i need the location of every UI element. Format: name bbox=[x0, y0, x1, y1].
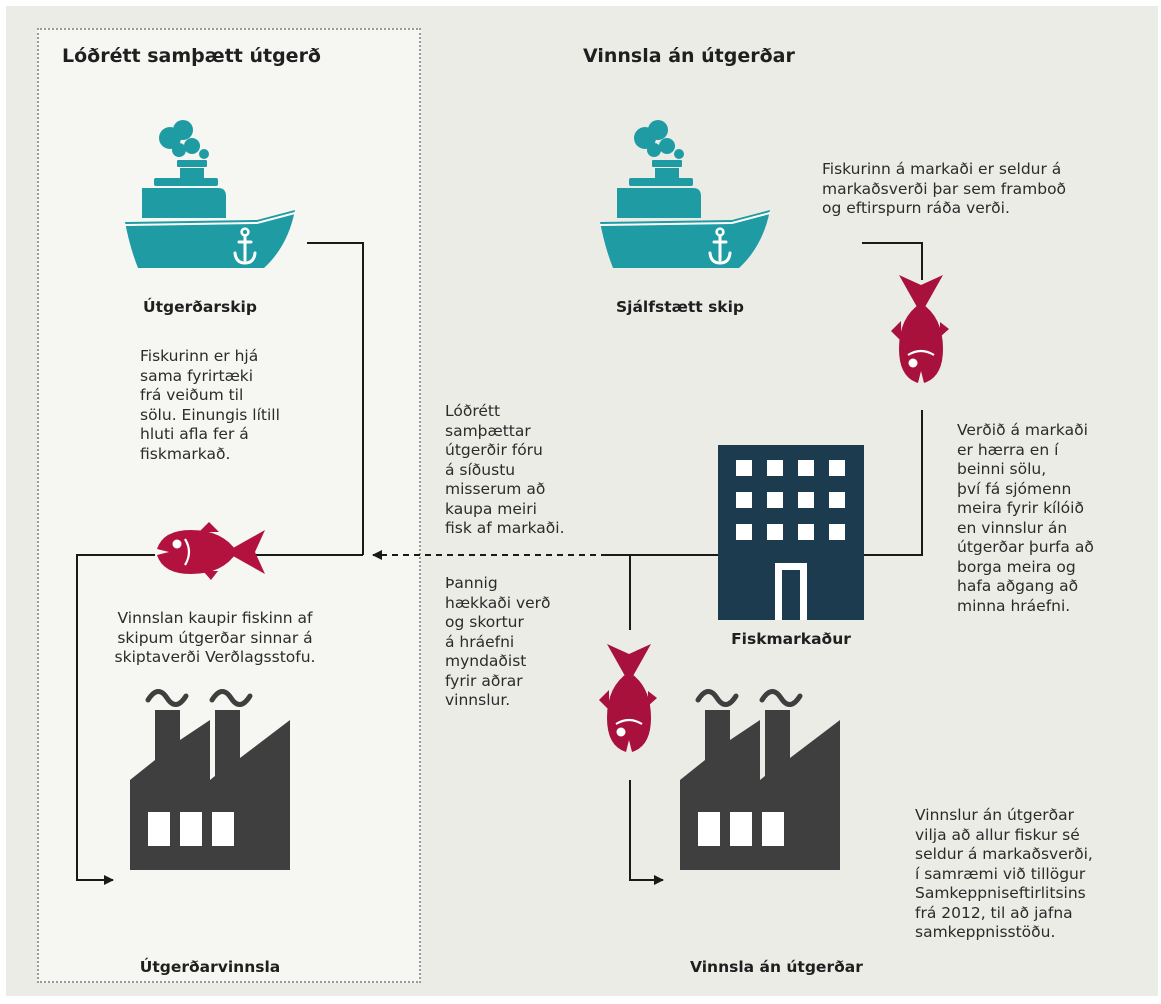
line-ship-to-market-top bbox=[862, 242, 923, 280]
independent-factory-icon bbox=[680, 691, 840, 870]
middle-description-bottom: Þannig hækkaði verð og skortur á hráefni… bbox=[445, 574, 551, 709]
integrated-ship-label: Útgerðarskip bbox=[143, 298, 257, 316]
independent-factory-description: Vinnslur án útgerðar vilja að allur fisk… bbox=[915, 806, 1093, 941]
line-ship-to-fish bbox=[307, 242, 364, 555]
integrated-ship-description: Fiskurinn er hjá sama fyrirtæki frá veið… bbox=[140, 347, 280, 463]
left-section-title: Lóðrétt samþætt útgerð bbox=[62, 45, 321, 67]
integrated-factory-label: Útgerðarvinnsla bbox=[139, 958, 281, 976]
arrow-fish-to-processing bbox=[629, 780, 664, 885]
integrated-factory-icon bbox=[130, 691, 290, 870]
line-market-right bbox=[864, 410, 923, 556]
fish-market-building-icon bbox=[718, 445, 864, 620]
independent-factory-label: Vinnsla án útgerðar bbox=[690, 958, 863, 976]
fish-market-label: Fiskmarkaður bbox=[731, 630, 851, 648]
independent-ship-description: Fiskurinn á markaði er seldur á markaðsv… bbox=[822, 160, 1067, 217]
independent-ship-icon bbox=[598, 118, 772, 270]
fish-icon-vertical-upper bbox=[889, 273, 951, 385]
integrated-fish-description: Vinnslan kaupir fiskinn af skipum útgerð… bbox=[114, 609, 316, 666]
independent-ship-label: Sjálfstætt skip bbox=[615, 298, 745, 316]
fish-icon-horizontal bbox=[155, 520, 267, 582]
fish-market-description: Verðið á markaði er hærra en í beinni sö… bbox=[957, 421, 1094, 615]
integrated-ship-icon bbox=[123, 118, 297, 270]
arrow-fish-to-factory bbox=[76, 554, 155, 885]
middle-description-top: Lóðrétt samþættar útgerðir fóru á síðust… bbox=[445, 402, 565, 537]
right-section-title: Vinnsla án útgerðar bbox=[583, 45, 795, 67]
fish-icon-vertical-lower bbox=[597, 642, 659, 754]
